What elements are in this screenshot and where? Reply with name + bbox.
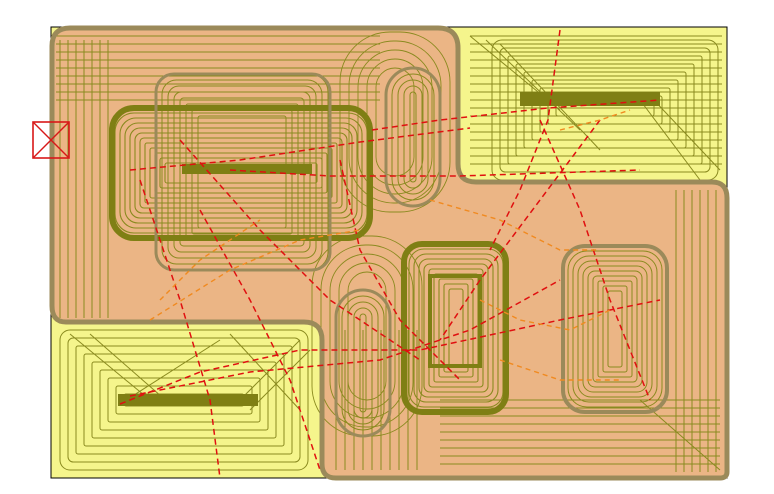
offset-ring [515,63,695,157]
rapid-move-red [489,29,561,251]
pocket-outline-inner [154,72,332,272]
offset-ring [418,258,494,398]
offset-ring [357,49,433,195]
offset-ring [161,79,323,265]
hatch-line [69,333,151,401]
rapid-move-red [229,169,641,177]
slot-bar-center [428,274,482,368]
rapid-move-red [339,159,461,381]
offset-ring [83,353,285,447]
hatch-line [639,99,701,181]
hatch-line [249,349,311,411]
offset-ring [577,260,653,398]
offset-ring [99,369,269,431]
offset-ring [597,280,633,378]
offset-ring [423,263,489,393]
offset-ring [592,275,638,383]
crossed-square-icon[interactable] [32,121,70,159]
hatch-line [229,333,301,411]
offset-ring [67,337,301,463]
rapid-move-red [199,209,321,471]
offset-ring [403,85,423,189]
rapid-move-red [139,179,221,479]
offset-ring [124,122,358,224]
offset-ring [582,265,648,393]
rapid-move-orange [559,109,631,131]
machined-material-region [52,28,727,478]
offset-ring [59,329,309,471]
rapid-moves [119,29,661,479]
rapid-move-red [371,99,661,131]
rapid-move-red [129,279,561,397]
offset-ring [507,55,703,165]
offset-ring [347,271,387,401]
rapid-move-orange [479,299,611,331]
hatch-line [119,339,221,405]
rapid-move-red [119,299,661,405]
slot-bar-top-right [520,92,660,106]
offset-ring [134,132,348,214]
material-outline [49,25,730,481]
offset-ring [91,361,277,439]
hatch-line [485,39,581,131]
offset-ring [409,91,417,183]
offset-ring [164,162,318,184]
offset-ring [572,255,658,403]
offset-ring [413,253,499,403]
pocket-outline-left [109,105,373,241]
rapid-move-red [439,119,601,341]
rapid-move-orange [499,359,620,381]
slot-bar-bottom-left [118,394,258,406]
offset-ring [75,345,293,455]
offset-ring [443,283,469,373]
slot-bar-left [182,164,312,174]
pocket-outline-right [561,244,669,414]
offset-ring [129,127,353,219]
offset-ring [167,85,317,259]
hatch-line [649,95,721,171]
offset-ring [339,31,451,213]
rapid-move-orange [429,199,600,251]
rapid-move-red [539,119,651,401]
rapid-move-orange [159,219,261,301]
hatch-line [89,333,171,405]
offset-ring [539,87,671,133]
offset-ring [359,313,367,413]
rapid-move-orange [149,229,361,321]
slot-outline-lower [334,288,392,438]
rapid-move-red [179,139,421,361]
offset-ring [602,285,628,373]
slot-outline-upper [384,66,442,208]
offset-ring [587,270,643,388]
offset-ring [499,47,711,173]
rapid-move-red [129,127,471,171]
offset-ring [149,147,333,199]
pocket-outline-center [401,241,509,415]
offset-ring [338,262,396,410]
offset-ring [144,142,338,204]
